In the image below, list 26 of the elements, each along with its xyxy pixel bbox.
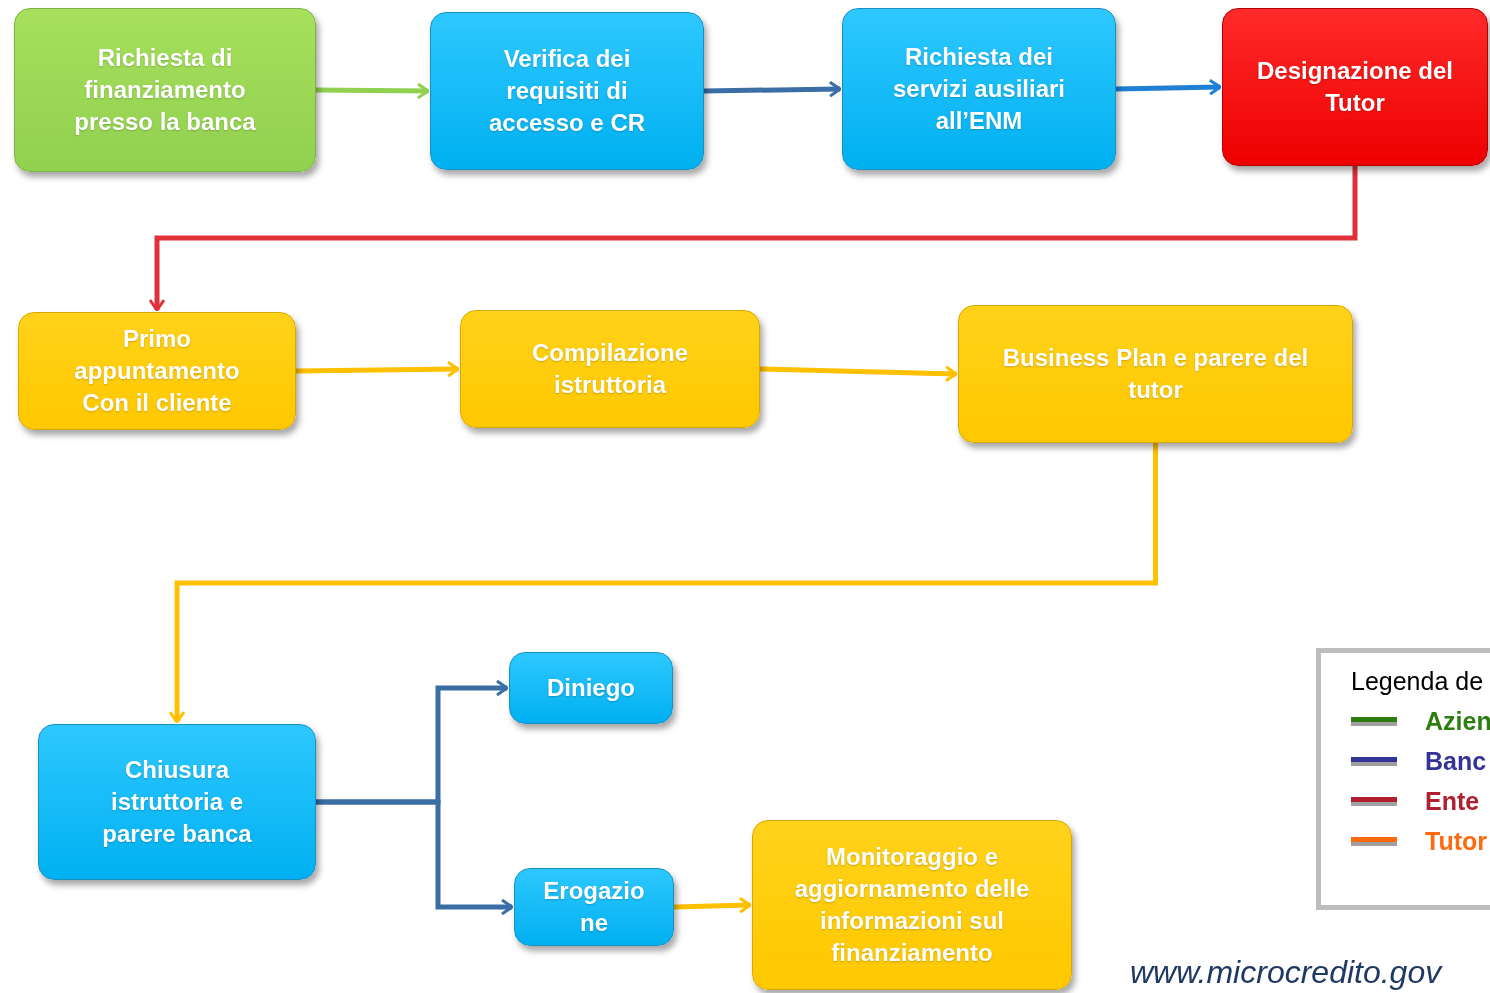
website-address: www.microcredito.gov: [1130, 953, 1442, 991]
process-box: Richiesta dei servizi ausiliari all’ENM: [842, 8, 1116, 170]
process-box: Verifica dei requisiti di accesso e CR: [430, 12, 704, 170]
arrow: [703, 80, 842, 98]
process-box: Business Plan e parere del tutor: [958, 305, 1353, 443]
legend-title: Legenda de: [1351, 666, 1484, 697]
legend-label: Tutor: [1425, 826, 1487, 857]
arrow: [673, 896, 752, 914]
process-box: Monitoraggio e aggiornamento delle informazioni sul finanziamento: [752, 820, 1072, 990]
arrow: [316, 799, 514, 916]
arrow: [168, 443, 1158, 724]
process-box: Designazione del Tutor: [1222, 8, 1488, 166]
process-box: Chiusura istruttoria e parere banca: [38, 724, 316, 880]
arrow: [1115, 78, 1222, 96]
process-box: Erogazione: [514, 868, 674, 946]
process-box: Compilazione istruttoria: [460, 310, 760, 428]
legend-label: Azien: [1425, 706, 1490, 737]
arrow: [148, 166, 1358, 312]
arrow: [759, 365, 958, 383]
arrow: [315, 82, 430, 100]
legend-label: Ente: [1425, 786, 1480, 817]
arrow: [295, 360, 460, 378]
process-box: Primo appuntamento Con il cliente: [18, 312, 296, 430]
process-box: Diniego: [509, 652, 673, 724]
process-box: Richiesta di finanziamento presso la banca: [14, 8, 316, 172]
legend-label: Banc: [1425, 746, 1487, 777]
